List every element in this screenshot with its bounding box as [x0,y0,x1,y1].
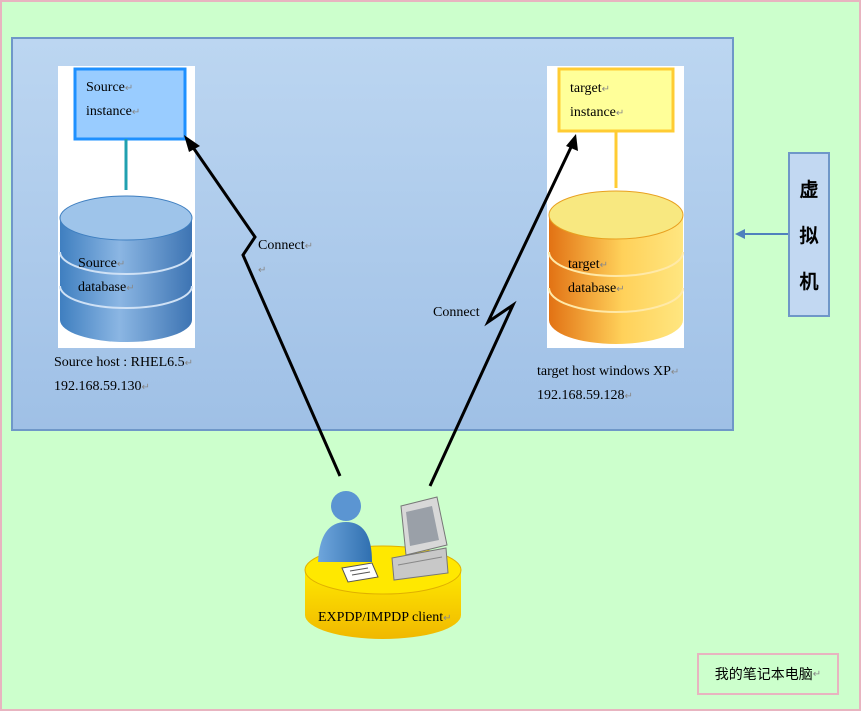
laptop-label: 我的笔记本电脑↵ [697,653,839,695]
source-database-label: Source↵ database↵ [78,256,135,295]
target-node [547,66,684,348]
source-host-label: Source host : RHEL6.5↵ 192.168.59.130↵ [54,355,194,394]
vm-label: 虚 拟 机 [788,152,830,317]
connect-arrow-source [184,135,342,477]
document-icon [341,562,379,583]
source-node [58,66,195,348]
vm-pointer-arrow [735,229,788,239]
source-database-icon [59,195,193,342]
client-label: EXPDP/IMPDP client↵ [318,610,452,625]
source-instance-label: Source↵ instance↵ [86,80,141,119]
source-instance-box [73,67,187,141]
person-icon [318,491,372,562]
connect-label-target: Connect [433,305,480,320]
target-database-icon [548,190,684,344]
target-instance-box [557,67,675,133]
target-instance-label: target↵ instance↵ [570,81,625,120]
client-workstation-icon [304,491,462,639]
vm-label-char: 虚 [799,179,819,202]
vm-label-char: 机 [799,270,819,293]
connect-arrow-target [428,134,578,487]
computer-icon [391,496,449,581]
target-database-label: target↵ database↵ [568,257,625,296]
vm-label-char: 拟 [799,224,819,247]
connect-label-source: Connect↵↵ [258,238,314,276]
target-host-label: target host windows XP↵ 192.168.59.128↵ [537,364,680,403]
